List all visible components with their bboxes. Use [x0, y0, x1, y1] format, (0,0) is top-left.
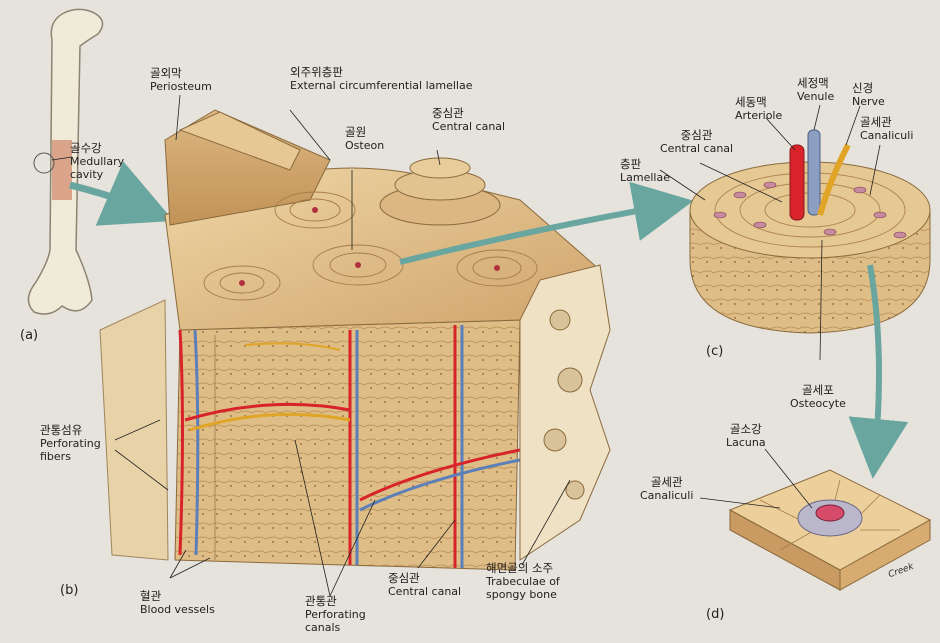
- label-osteocyte: 골세포 Osteocyte: [790, 383, 846, 411]
- label-osteon: 골원 Osteon: [345, 125, 385, 153]
- label-canaliculi-d: 골세관 Canaliculi: [640, 475, 694, 503]
- panel-letter-c: (c): [706, 344, 724, 359]
- panel-letter-a: (a): [20, 328, 39, 343]
- label-medullary-cavity: 골수강 Medullary cavity: [70, 141, 125, 182]
- panel-letter-b: (b): [60, 583, 79, 598]
- label-trabeculae: 해면골의 소주 Trabeculae of spongy bone: [486, 561, 560, 602]
- label-venule: 세정맥 Venule: [797, 76, 835, 104]
- label-canaliculi-c: 골세관 Canaliculi: [860, 115, 914, 143]
- osteocyte-nucleus: [815, 504, 845, 522]
- compact-bone-block: [99, 109, 611, 571]
- label-lamellae: 층판 Lamellae: [620, 157, 670, 185]
- label-external-circumferential-lamellae: 외주위층판 External circumferential lamellae: [290, 65, 473, 93]
- label-arteriole: 세동맥 Arteriole: [735, 95, 783, 123]
- lacuna-block: [728, 469, 932, 591]
- venule-vessel: [807, 129, 821, 216]
- label-perforating-canals: 관통관 Perforating canals: [305, 594, 366, 635]
- label-periosteum: 골외막 Periosteum: [150, 66, 212, 94]
- arrow-c-to-d: [848, 264, 909, 479]
- label-central-canal-c: 중심관 Central canal: [660, 128, 734, 156]
- nerve-fiber: [817, 143, 851, 216]
- label-perforating-fibers: 관통섬유 Perforating fibers: [40, 423, 101, 464]
- arrow-b-to-c: [399, 181, 694, 265]
- arrow-a-to-b: [69, 161, 174, 226]
- panel-letter-d: (d): [706, 607, 725, 622]
- medullary-cavity-cut: [52, 140, 72, 200]
- label-nerve: 신경 Nerve: [852, 81, 885, 109]
- label-central-canal-bottom: 중심관 Central canal: [388, 571, 462, 599]
- arteriole-vessel: [789, 144, 805, 221]
- label-central-canal-top: 중심관 Central canal: [432, 106, 506, 134]
- leader-lines: [51, 94, 881, 597]
- osteon-disc: [689, 129, 931, 334]
- label-lacuna: 골소강 Lacuna: [726, 422, 766, 450]
- femur-illustration: [27, 8, 104, 315]
- label-blood-vessels: 혈관 Blood vessels: [140, 589, 215, 617]
